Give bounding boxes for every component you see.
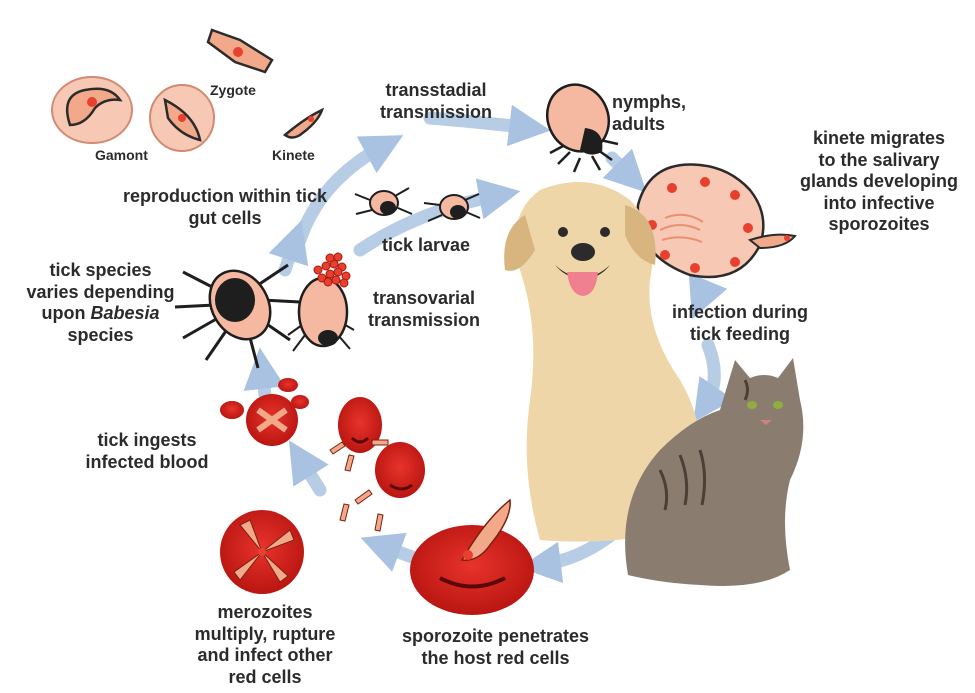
label-nymphs-line-1: nymphs,: [612, 92, 686, 114]
label-reproduction: reproduction within tick gut cells: [105, 186, 345, 229]
label-tick-ingests-line-1: tick ingests: [72, 430, 222, 452]
label-transstadial-line-2: transmission: [380, 102, 492, 124]
tick-icon-engorged: [288, 278, 354, 351]
label-tick-ingests-line-2: infected blood: [72, 452, 222, 474]
label-tick-species-line-4: species: [18, 325, 183, 347]
label-gamont: Gamont: [95, 147, 148, 164]
label-transovarial-line-1: transovarial: [360, 288, 488, 310]
red-blood-cell-icon-cluster: [220, 378, 425, 531]
label-merozoites-line-1: merozoites: [180, 602, 350, 624]
label-tick-ingests: tick ingests infected blood: [72, 430, 222, 473]
label-infection-during: infection during tick feeding: [660, 302, 820, 345]
label-tick-larvae: tick larvae: [382, 235, 470, 257]
label-merozoites-line-3: and infect other: [180, 645, 350, 667]
label-sporozoite-line-1: sporozoite penetrates: [383, 626, 608, 648]
red-blood-cell-icon-sporozoite: [410, 500, 534, 615]
label-kinete-migrates: kinete migrates to the salivary glands d…: [788, 128, 970, 236]
label-merozoites: merozoites multiply, rupture and infect …: [180, 602, 350, 688]
arrow-sporozoite-to-merozoites: [380, 545, 412, 557]
label-zygote: Zygote: [210, 82, 256, 99]
label-sporozoite-line-2: the host red cells: [383, 648, 608, 670]
tick-icon-adult: [175, 260, 300, 368]
label-sporozoite-penetrates: sporozoite penetrates the host red cells: [383, 626, 608, 669]
label-reproduction-line-2: gut cells: [105, 208, 345, 230]
arrow-merozoites-to-ingests: [300, 458, 320, 490]
arrow-gland-to-infection: [700, 288, 705, 300]
label-kinete-migrates-line-3: glands developing: [788, 171, 970, 193]
label-kinete-migrates-line-1: kinete migrates: [788, 128, 970, 150]
label-transovarial-line-2: transmission: [360, 310, 488, 332]
label-babesia-italic: Babesia: [90, 303, 159, 323]
red-blood-cell-icon-merozoites: [220, 510, 304, 594]
salivary-gland-icon: [638, 165, 795, 278]
tick-icon-nymph: [536, 75, 619, 172]
label-tick-species: tick species varies depending upon Babes…: [18, 260, 183, 346]
label-merozoites-line-2: multiply, rupture: [180, 624, 350, 646]
label-kinete-migrates-line-4: into infective: [788, 193, 970, 215]
label-transstadial: transstadial transmission: [380, 80, 492, 123]
label-tick-species-line-2: varies depending: [18, 282, 183, 304]
label-tick-species-line-1: tick species: [18, 260, 183, 282]
label-transstadial-line-1: transstadial: [380, 80, 492, 102]
arrow-ingests-to-tick: [262, 368, 265, 395]
label-reproduction-line-1: reproduction within tick: [105, 186, 345, 208]
arrow-infection-to-cat: [705, 345, 714, 405]
gamont-cells: [52, 77, 214, 151]
label-infection-line-1: infection during: [660, 302, 820, 324]
label-tick-species-upon: upon: [41, 303, 90, 323]
zygote-cell: [208, 30, 272, 72]
label-nymphs-adults: nymphs, adults: [612, 92, 686, 135]
label-kinete: Kinete: [272, 147, 315, 164]
label-nymphs-line-2: adults: [612, 114, 686, 136]
label-kinete-migrates-line-2: to the salivary: [788, 150, 970, 172]
label-kinete-migrates-line-5: sporozoites: [788, 214, 970, 236]
arrow-nymphs-to-gland: [612, 158, 632, 178]
label-merozoites-line-4: red cells: [180, 667, 350, 689]
label-tick-species-line-3: upon Babesia: [18, 303, 183, 325]
label-infection-line-2: tick feeding: [660, 324, 820, 346]
kinete-cell: [285, 110, 322, 138]
label-transovarial: transovarial transmission: [360, 288, 488, 331]
